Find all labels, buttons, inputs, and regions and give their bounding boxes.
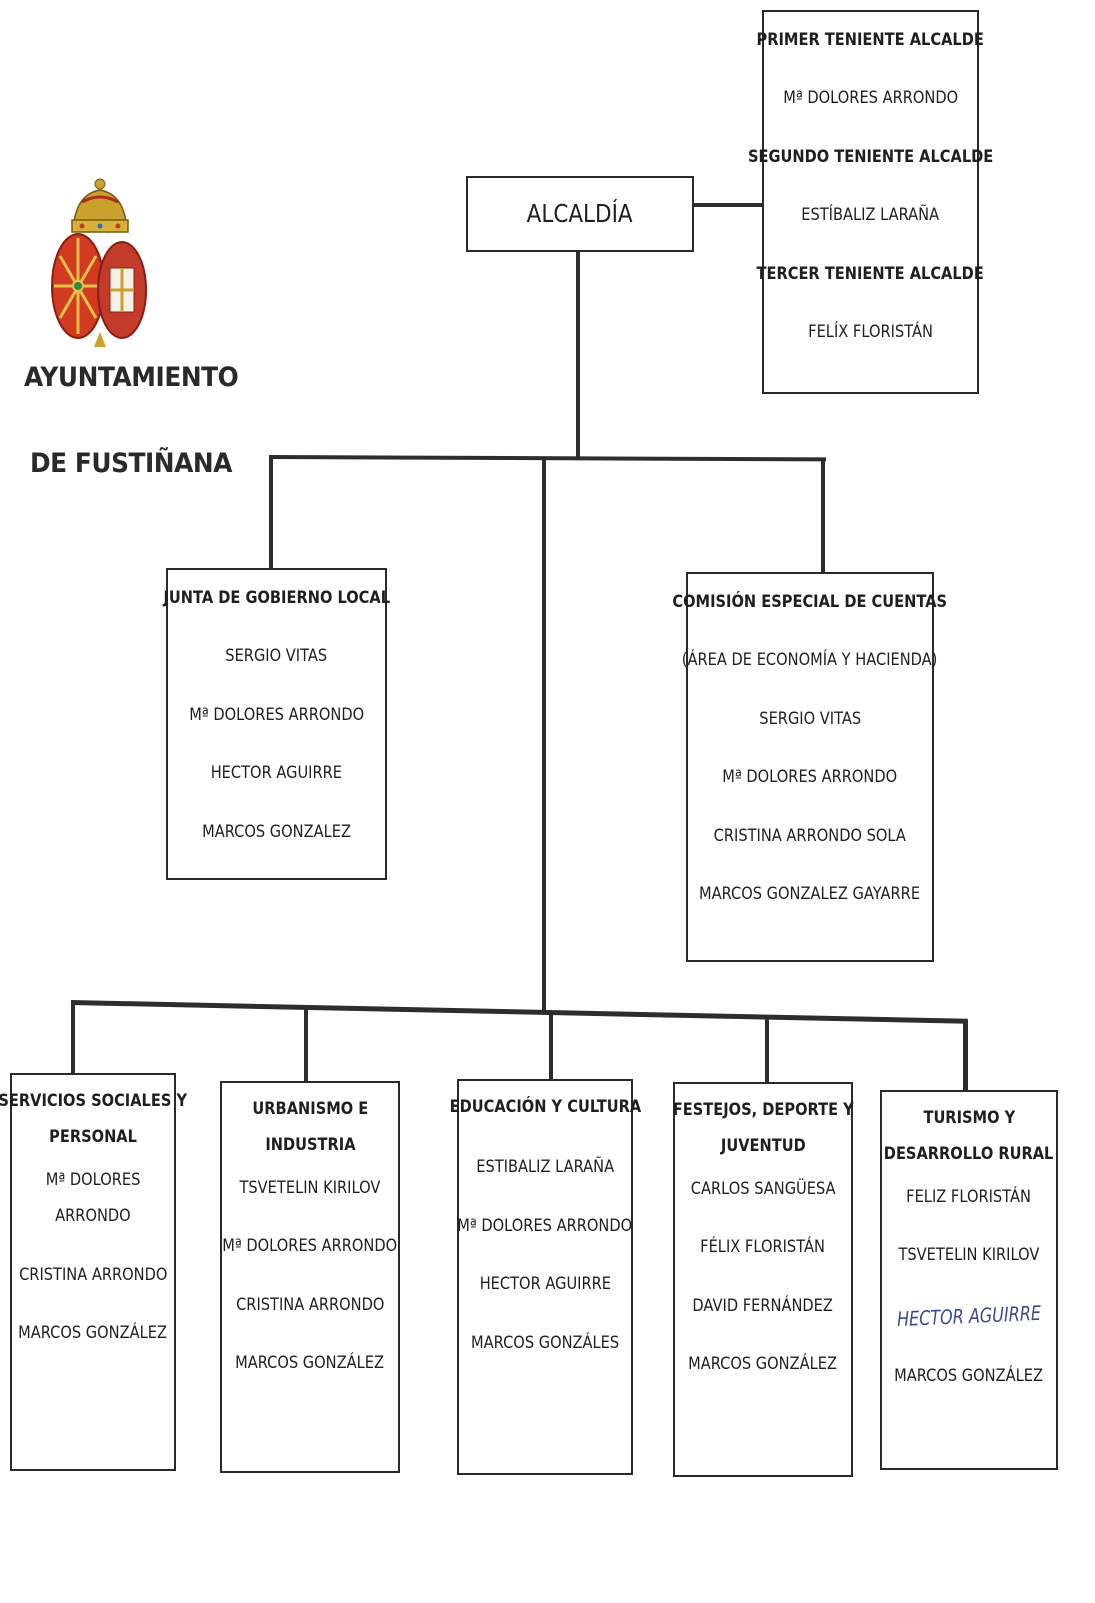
- connector-to-area-4: [765, 1016, 769, 1084]
- teniente-name: Mª DOLORES ARRONDO: [783, 88, 958, 109]
- connector-to-area-5: [963, 1020, 968, 1092]
- area-member-line: DAVID FERNÁNDEZ: [692, 1295, 834, 1316]
- area-member-line: MARCOS GONZÁLES: [470, 1332, 620, 1353]
- area-title-line: INDUSTRIA: [264, 1135, 356, 1156]
- area-title-line: SERVICIOS SOCIALES Y: [0, 1091, 188, 1111]
- junta-title: JUNTA DE GOBIERNO LOCAL: [163, 588, 390, 608]
- area-title-line: PERSONAL: [49, 1127, 137, 1148]
- area-member-line: MARCOS GONZÁLEZ: [688, 1353, 838, 1374]
- teniente-name: ESTÍBALIZ LARAÑA: [801, 205, 940, 226]
- connector-to-area-1: [71, 1002, 75, 1074]
- area-member-line: CARLOS SANGÜESA: [690, 1178, 836, 1199]
- area-title-line: FESTEJOS, DEPORTE Y: [672, 1100, 854, 1120]
- area-servicios-sociales-box: SERVICIOS SOCIALES Y PERSONAL Mª DOLORES AR…: [0, 1073, 187, 1471]
- area-festejos-box: FESTEJOS, DEPORTE Y JUVENTUD CARLOS SANGÜE…: [672, 1082, 854, 1477]
- area-member-line: ESTIBALIZ LARAÑA: [476, 1157, 614, 1178]
- teniente-role: SEGUNDO TENIENTE ALCALDE: [747, 146, 994, 167]
- junta-member: HECTOR AGUIRRE: [210, 763, 343, 784]
- area-member-line: MARCOS GONZÁLEZ: [894, 1365, 1044, 1386]
- area-member-line: FELIZ FLORISTÁN: [906, 1186, 1032, 1207]
- connector-upper-horizontal: [269, 455, 827, 462]
- junta-member: Mª DOLORES ARRONDO: [189, 704, 364, 725]
- area-educacion-box: EDUCACIÓN Y CULTURA ESTIBALIZ LARAÑA Mª DO…: [449, 1079, 641, 1475]
- area-member-line: HECTOR AGUIRRE: [479, 1274, 611, 1295]
- area-title-line: JUVENTUD: [720, 1136, 806, 1157]
- comision-subtitle: (ÁREA DE ECONOMÍA Y HACIENDA): [682, 650, 938, 671]
- junta-member: SERGIO VITAS: [225, 646, 328, 667]
- navarre-shield-icon: [51, 233, 105, 339]
- teniente-role: PRIMER TENIENTE ALCALDE: [756, 30, 985, 50]
- connector-alcaldia-trunk: [576, 250, 580, 458]
- area-title-line: DESARROLLO RURAL: [884, 1144, 1054, 1165]
- comision-member: MARCOS GONZALEZ GAYARRE: [699, 883, 921, 904]
- area-member-line: Mª DOLORES: [45, 1169, 141, 1190]
- area-urbanismo-box: URBANISMO E INDUSTRIA TSVETELIN KIRILOV Mª …: [220, 1081, 400, 1473]
- alcaldia-box: ALCALDÍA: [466, 176, 694, 252]
- alcaldia-title: ALCALDÍA: [527, 199, 633, 228]
- connector-to-junta: [269, 455, 273, 570]
- area-member-line: CRISTINA ARRONDO: [235, 1294, 385, 1315]
- connector-to-comision: [821, 459, 825, 574]
- connector-to-area-2: [304, 1007, 308, 1083]
- area-member-line: TSVETELIN KIRILOV: [898, 1245, 1040, 1266]
- crown-icon: [71, 178, 129, 233]
- comision-title: COMISIÓN ESPECIAL DE CUENTAS: [672, 592, 948, 612]
- comision-especial-cuentas-box: COMISIÓN ESPECIAL DE CUENTAS (ÁREA DE ECO…: [673, 572, 947, 962]
- area-member-line: MARCOS GONZÁLEZ: [235, 1352, 385, 1373]
- area-member-line: FÉLIX FLORISTÁN: [700, 1237, 826, 1258]
- comision-member: Mª DOLORES ARRONDO: [722, 767, 898, 788]
- area-title-line: URBANISMO E: [252, 1099, 368, 1119]
- area-member-line: TSVETELIN KIRILOV: [239, 1177, 381, 1198]
- area-member-line: MARCOS GONZÁLEZ: [18, 1322, 168, 1343]
- connector-alcaldia-tenientes: [693, 203, 765, 207]
- comision-member: SERGIO VITAS: [759, 708, 861, 729]
- connector-lower-horizontal: [70, 1000, 968, 1024]
- area-member-line: ARRONDO: [55, 1206, 131, 1227]
- municipal-coat-of-arms-icon: [51, 178, 147, 347]
- area-title-line: TURISMO Y: [923, 1108, 1015, 1128]
- area-member-line: HECTOR AGUIRRE: [896, 1300, 1042, 1331]
- junta-gobierno-local-box: JUNTA DE GOBIERNO LOCAL SERGIO VITAS Mª DO…: [163, 568, 390, 880]
- area-member-line: CRISTINA ARRONDO: [18, 1264, 168, 1285]
- teniente-role: TERCER TENIENTE ALCALDE: [756, 263, 985, 284]
- organization-name-line2: DE FUSTIÑANA: [30, 448, 232, 479]
- area-member-line: Mª DOLORES ARRONDO: [457, 1215, 633, 1236]
- tenientes-alcalde-box: PRIMER TENIENTE ALCALDE Mª DOLORES ARROND…: [748, 10, 993, 394]
- comision-member: CRISTINA ARRONDO SOLA: [713, 825, 907, 846]
- teniente-name: FELÍX FLORISTÁN: [808, 321, 933, 342]
- connector-to-area-3: [549, 1012, 553, 1080]
- town-shield-icon: [97, 241, 147, 339]
- junta-member: MARCOS GONZALEZ: [202, 821, 351, 842]
- area-turismo-box: TURISMO Y DESARROLLO RURAL FELIZ FLORISTÁN…: [880, 1090, 1058, 1470]
- area-title-line: EDUCACIÓN Y CULTURA: [449, 1097, 641, 1117]
- organization-name-line1: AYUNTAMIENTO: [24, 362, 239, 393]
- connector-central-trunk: [542, 457, 546, 1010]
- area-member-line: Mª DOLORES ARRONDO: [222, 1236, 398, 1257]
